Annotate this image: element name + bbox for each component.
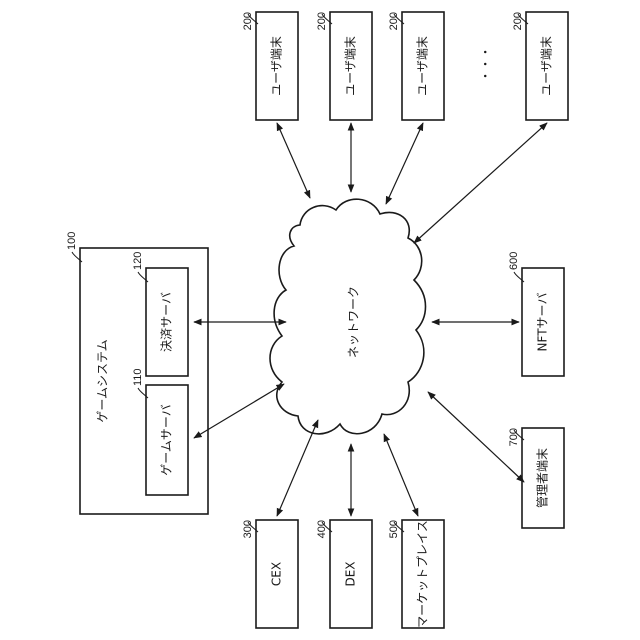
link-user3-network bbox=[386, 123, 423, 204]
user-terminal-4: ユーザ端末 200 bbox=[512, 12, 568, 120]
user-terminal-ref: 200 bbox=[388, 12, 400, 30]
game-server-label: ゲームサーバ bbox=[160, 404, 174, 476]
nft-server-ref: 600 bbox=[508, 252, 520, 270]
user-terminal-ref: 200 bbox=[242, 12, 254, 30]
cex-label: CEX bbox=[270, 562, 284, 586]
nft-server-label: NFTサーバ bbox=[536, 293, 550, 352]
network-cloud: ネットワーク bbox=[270, 199, 426, 434]
admin-terminal-label: 管理者端末 bbox=[535, 448, 550, 508]
cex-ref: 300 bbox=[242, 520, 254, 538]
user-terminal-2: ユーザ端末 200 bbox=[316, 12, 372, 120]
link-user1-network bbox=[277, 123, 310, 198]
link-network-cex bbox=[277, 420, 318, 516]
dex-ref: 400 bbox=[316, 520, 328, 538]
admin-terminal: 管理者端末 700 bbox=[508, 428, 564, 528]
game-server-ref: 110 bbox=[132, 368, 144, 386]
payment-server-label: 決済サーバ bbox=[159, 292, 174, 352]
user-terminal-label: ユーザ端末 bbox=[416, 36, 430, 96]
marketplace-label: マーケットプレイス bbox=[416, 520, 430, 628]
user-terminal-label: ユーザ端末 bbox=[540, 36, 554, 96]
payment-server-ref: 120 bbox=[132, 252, 144, 270]
game-system-ref: 100 bbox=[66, 232, 78, 250]
marketplace: マーケットプレイス 500 bbox=[388, 520, 444, 628]
dex: DEX 400 bbox=[316, 520, 372, 628]
user-terminal-ref: 200 bbox=[512, 12, 524, 30]
admin-terminal-ref: 700 bbox=[508, 428, 520, 446]
user-terminal-label: ユーザ端末 bbox=[344, 36, 358, 96]
dex-label: DEX bbox=[344, 561, 358, 586]
user-terminal-label: ユーザ端末 bbox=[270, 36, 284, 96]
ellipsis: ・・・ bbox=[479, 46, 493, 82]
user-terminal-3: ユーザ端末 200 bbox=[388, 12, 444, 120]
game-system-label: ゲームシステム bbox=[96, 339, 110, 422]
cex: CEX 300 bbox=[242, 520, 298, 628]
network-label: ネットワーク bbox=[347, 286, 361, 358]
game-system: ゲームシステム 100 決済サーバ 120 ゲームサーバ 110 bbox=[66, 232, 208, 514]
marketplace-ref: 500 bbox=[388, 520, 400, 538]
nft-server: NFTサーバ 600 bbox=[508, 252, 564, 376]
link-network-marketplace bbox=[384, 434, 418, 516]
link-user4-network bbox=[414, 123, 547, 243]
user-terminal-1: ユーザ端末 200 bbox=[242, 12, 298, 120]
user-terminal-ref: 200 bbox=[316, 12, 328, 30]
